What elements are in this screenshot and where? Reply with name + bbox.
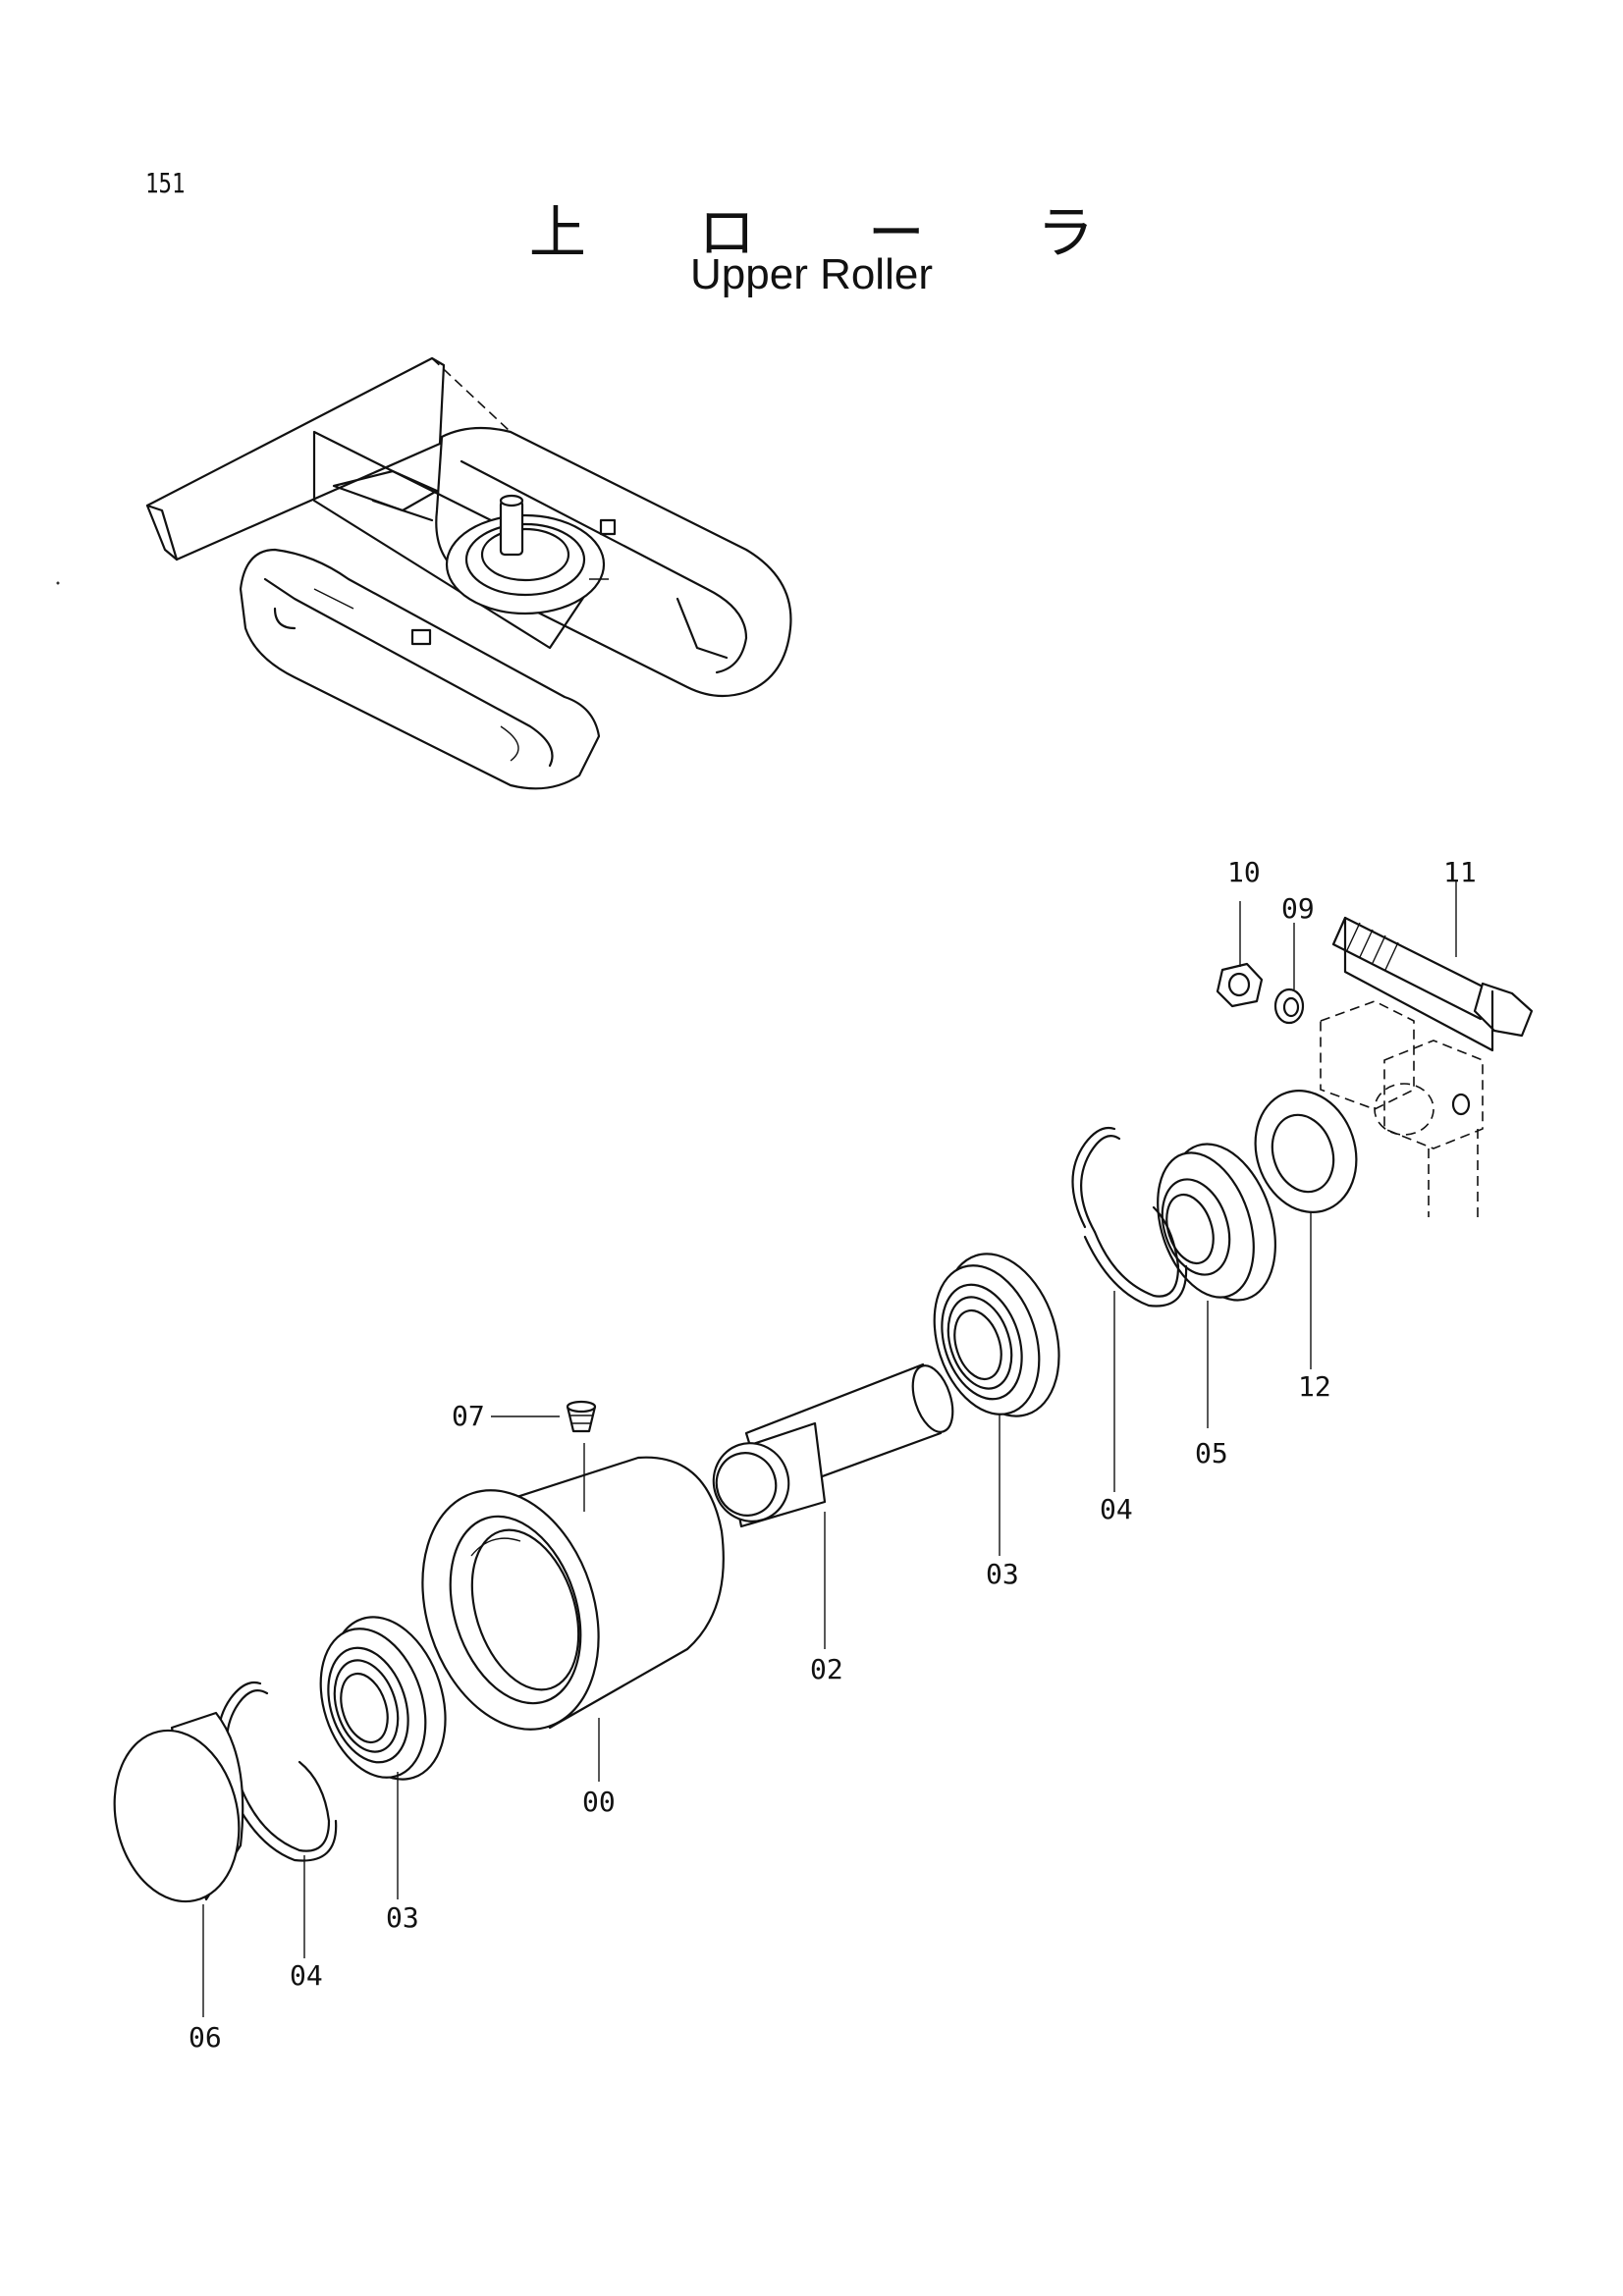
callout-06: 06	[189, 2021, 222, 2054]
part-03-bearing-left	[319, 1616, 447, 1781]
callout-labels: 10 09 11 12 05 04 03 02 07 00 03 04 06	[189, 856, 1477, 2054]
part-12-seal-ring	[1254, 1090, 1358, 1213]
part-00-roller-body	[421, 1456, 725, 1731]
excavator-undercarriage-illustration	[145, 356, 792, 790]
part-11-bolt	[1331, 916, 1534, 1052]
callout-07: 07	[452, 1400, 485, 1432]
part-04-snap-ring-right	[1071, 1126, 1188, 1308]
callout-03-right: 03	[986, 1558, 1019, 1590]
part-06-end-cap	[113, 1711, 244, 1903]
callout-04-left: 04	[290, 1959, 323, 1992]
callout-12: 12	[1298, 1370, 1331, 1403]
part-02-shaft	[712, 1362, 954, 1528]
callout-11: 11	[1443, 856, 1477, 888]
callout-00: 00	[582, 1786, 616, 1818]
mounting-bracket	[1320, 1000, 1484, 1217]
part-05-collar	[1157, 1143, 1276, 1302]
callout-05: 05	[1195, 1437, 1228, 1469]
page-number: 151	[145, 167, 186, 199]
callout-02: 02	[810, 1653, 843, 1685]
callout-03-left: 03	[386, 1901, 419, 1934]
callout-10: 10	[1227, 856, 1261, 888]
title-english: Upper Roller	[690, 250, 933, 298]
part-07-plug	[566, 1400, 601, 1530]
part-10-nut	[1216, 962, 1264, 1008]
part-03-bearing-right	[933, 1253, 1060, 1417]
part-09-washer	[1273, 988, 1305, 1025]
title-japanese: 上 ロ ー ラ	[528, 199, 1142, 266]
callout-09: 09	[1281, 892, 1315, 925]
scan-dot	[56, 581, 60, 585]
callout-04-right: 04	[1100, 1493, 1133, 1525]
leader-lines	[202, 881, 1457, 2017]
